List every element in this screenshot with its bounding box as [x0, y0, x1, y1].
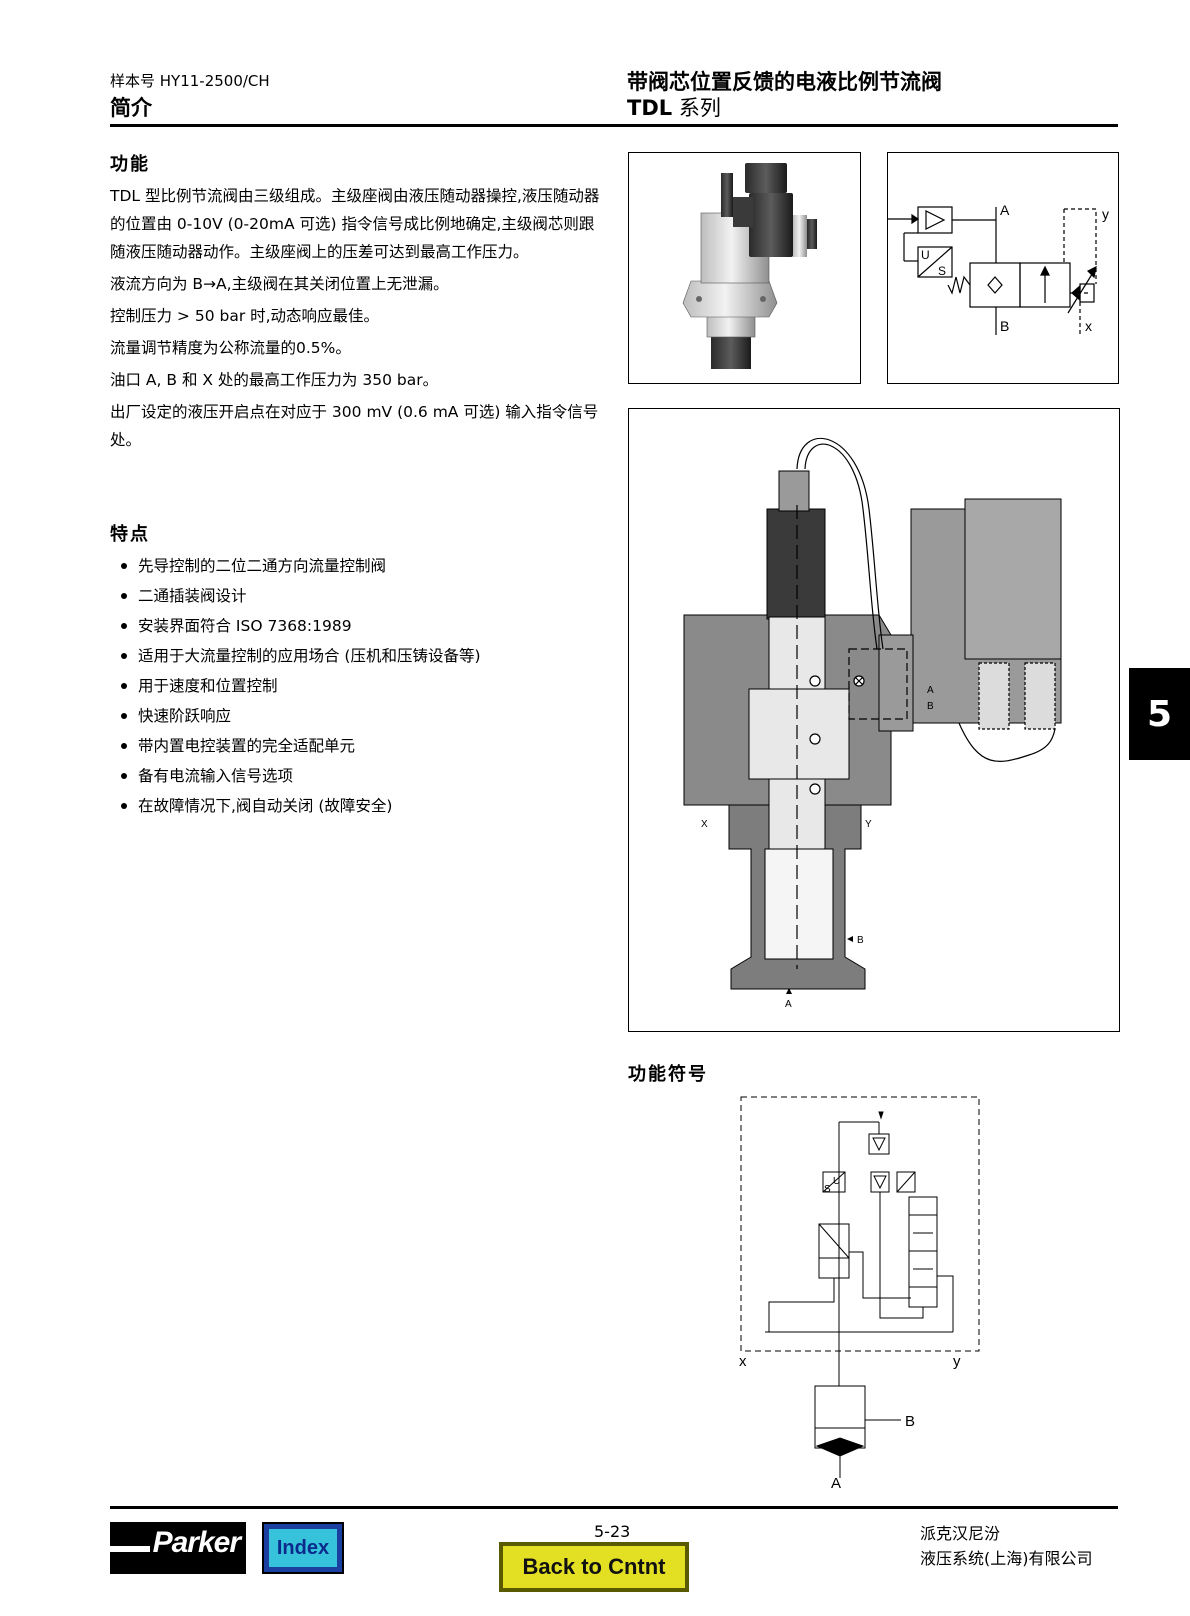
symbol-u-label: U — [921, 248, 930, 262]
function-paragraph: TDL 型比例节流阀由三级组成。主级座阀由液压随动器操控,液压随动器的位置由 0… — [110, 187, 600, 261]
feature-item: 二通插装阀设计 — [110, 581, 610, 611]
features-list: 先导控制的二位二通方向流量控制阀 二通插装阀设计 安装界面符合 ISO 7368… — [110, 551, 610, 821]
symbol-port-x: x — [1085, 318, 1092, 334]
symbol-s-label: S — [824, 1184, 831, 1195]
function-heading: 功能 — [110, 154, 150, 175]
symbol-port-y: y — [1102, 206, 1109, 222]
chapter-tab: 5 — [1129, 668, 1190, 760]
series-title: TDL 系列 — [627, 92, 721, 122]
symbol-x-label: x — [739, 1353, 747, 1370]
section-pilot-a: A — [927, 685, 934, 696]
page-title: 带阀芯位置反馈的电液比例节流阀 — [627, 70, 942, 94]
feature-item: 适用于大流量控制的应用场合 (压机和压铸设备等) — [110, 641, 610, 671]
page-number: 5-23 — [594, 1522, 631, 1541]
function-paragraph: 液流方向为 B→A,主级阀在其关闭位置上无泄漏。 — [110, 275, 449, 293]
features-heading: 特点 — [110, 524, 150, 545]
sectional-drawing: A B X Y B A — [628, 408, 1120, 1032]
section-port-x: X — [701, 819, 708, 830]
feature-item: 带内置电控装置的完全适配单元 — [110, 731, 610, 761]
symbol-port-b: B — [1000, 318, 1009, 334]
function-paragraph: 油口 A, B 和 X 处的最高工作压力为 350 bar。 — [110, 371, 439, 389]
symbol-b-label: B — [905, 1413, 915, 1430]
header-rule — [110, 124, 1118, 127]
symbol-a-label: A — [831, 1475, 841, 1492]
series-suffix: 系列 — [672, 96, 721, 120]
circuit-symbol: x y B A U S — [739, 1096, 980, 1492]
symbol-y-label: y — [953, 1353, 961, 1370]
symbol-u-label: U — [833, 1176, 840, 1187]
feature-item: 安装界面符合 ISO 7368:1989 — [110, 611, 610, 641]
symbol-s-label: S — [938, 264, 946, 278]
section-title: 简介 — [110, 96, 152, 120]
valve-cross-section: A B X Y B A — [683, 437, 1062, 1010]
index-button-label: Index — [269, 1529, 337, 1567]
series-code: TDL — [627, 96, 673, 120]
section-port-y: Y — [865, 819, 872, 830]
valve-photo-illustration — [682, 163, 817, 369]
feature-item: 快速阶跃响应 — [110, 701, 610, 731]
index-button[interactable]: Index — [262, 1522, 344, 1574]
function-symbol-heading: 功能符号 — [628, 1064, 708, 1085]
company-name: 派克汉尼汾 — [920, 1524, 1001, 1543]
footer-rule — [110, 1506, 1118, 1509]
hydraulic-symbol: A B x y U S — [888, 202, 1109, 335]
logo-stripe — [110, 1546, 150, 1552]
feature-item: 用于速度和位置控制 — [110, 671, 610, 701]
section-port-a: A — [785, 999, 792, 1010]
function-paragraph: 控制压力 > 50 bar 时,动态响应最佳。 — [110, 307, 380, 325]
function-paragraph: 流量调节精度为公称流量的0.5%。 — [110, 339, 351, 357]
function-symbol-diagram: x y B A U S — [735, 1092, 985, 1492]
logo-text: Parker — [152, 1526, 241, 1559]
catalog-number: 样本号 HY11-2500/CH — [110, 72, 270, 90]
back-button-label: Back to Cntnt — [503, 1546, 685, 1588]
function-text: TDL 型比例节流阀由三级组成。主级座阀由液压随动器操控,液压随动器的位置由 0… — [110, 182, 605, 454]
parker-logo: Parker — [110, 1522, 246, 1574]
section-pilot-b: B — [927, 701, 934, 712]
back-to-contents-button[interactable]: Back to Cntnt — [499, 1542, 689, 1592]
symbol-port-a: A — [1000, 202, 1010, 218]
section-port-b: B — [857, 935, 864, 946]
feature-item: 备有电流输入信号选项 — [110, 761, 610, 791]
product-photo — [628, 152, 861, 384]
hydraulic-symbol-box: A B x y U S — [887, 152, 1119, 384]
company-subtitle: 液压系统(上海)有限公司 — [920, 1549, 1093, 1568]
function-paragraph: 出厂设定的液压开启点在对应于 300 mV (0.6 mA 可选) 输入指令信号… — [110, 403, 599, 449]
feature-item: 先导控制的二位二通方向流量控制阀 — [110, 551, 610, 581]
feature-item: 在故障情况下,阀自动关闭 (故障安全) — [110, 791, 610, 821]
